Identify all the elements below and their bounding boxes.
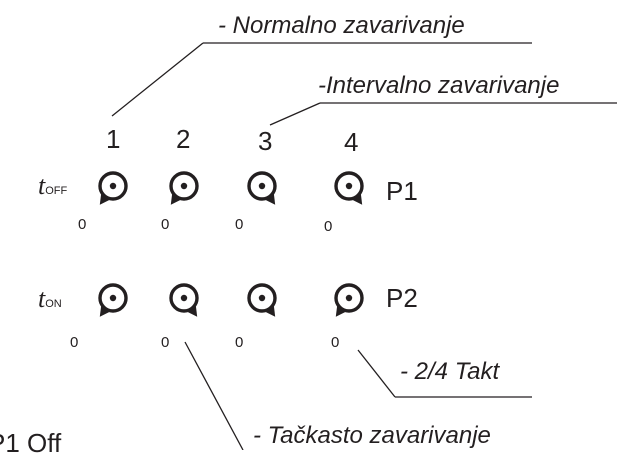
annotation-takt: - 2/4 Takt: [400, 358, 500, 385]
leader-line-interval: [269, 102, 321, 126]
zero-label-r1-c3: 0: [235, 216, 244, 233]
column-number-1: 1: [106, 124, 121, 154]
rotary-knob-icon: [334, 283, 364, 317]
leader-line-spot: [184, 341, 244, 450]
rotary-knob-icon: [247, 171, 277, 205]
annotation-interval-welding: -Intervalno zavarivanje: [318, 72, 560, 99]
rotary-knob-icon: [334, 171, 364, 205]
leader-line-normal: [111, 42, 204, 117]
rotary-knob-icon: [98, 283, 128, 317]
param-label-p1: P1: [386, 176, 418, 206]
column-number-2: 2: [176, 124, 191, 154]
zero-label-r2-c3: 0: [235, 334, 244, 351]
rotary-knob-icon: [98, 171, 128, 205]
column-number-3: 3: [258, 126, 273, 156]
rotary-knob-icon: [169, 171, 199, 205]
row-label-ton: tON: [38, 284, 62, 313]
zero-label-r2-c2: 0: [161, 334, 170, 351]
annotation-normal-welding: - Normalno zavarivanje: [218, 12, 465, 39]
annotation-spot-welding: - Tačkasto zavarivanje: [253, 422, 491, 449]
column-number-4: 4: [344, 127, 359, 157]
row-label-toff: tOFF: [38, 171, 68, 200]
zero-label-r2-c4: 0: [331, 334, 340, 351]
rotary-knob-icon: [247, 283, 277, 317]
leader-line-takt: [357, 349, 396, 398]
param-label-p2: P2: [386, 283, 418, 313]
cut-off-label: P1 Off: [0, 428, 62, 458]
zero-label-r2-c1: 0: [70, 334, 79, 351]
zero-label-r1-c2: 0: [161, 216, 170, 233]
zero-label-r1-c4: 0: [324, 218, 333, 235]
rotary-knob-icon: [169, 283, 199, 317]
zero-label-r1-c1: 0: [78, 216, 87, 233]
